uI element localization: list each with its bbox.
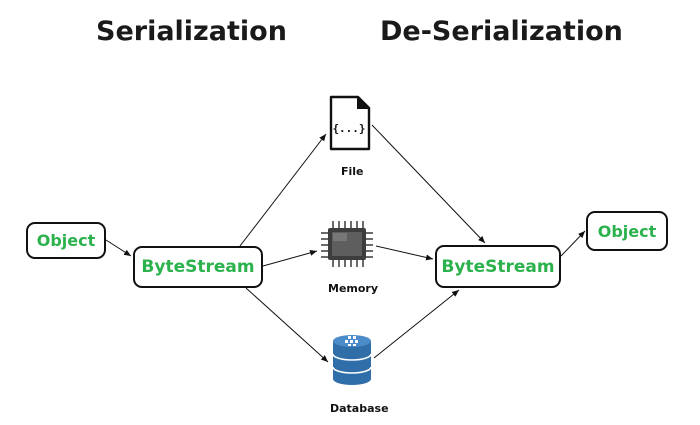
- object-output-box: Object: [586, 211, 668, 251]
- arrow-memory-to-bytestream: [375, 245, 434, 261]
- memory-chip-icon: [321, 221, 373, 267]
- arrow-bytestream-to-memory: [262, 249, 318, 267]
- deserialization-heading: De-Serialization: [380, 16, 623, 47]
- object-input-box: Object: [26, 222, 106, 259]
- memory-label: Memory: [328, 282, 379, 295]
- arrow-bytestream-to-object: [560, 230, 586, 257]
- bytestream-deserialize-box: ByteStream: [435, 245, 561, 288]
- arrow-bytestream-to-database: [245, 287, 329, 363]
- database-label: Database: [330, 402, 389, 415]
- bytestream-serialize-box: ByteStream: [133, 246, 263, 288]
- arrow-bytestream-to-file: [239, 133, 327, 247]
- serialization-heading: Serialization: [96, 16, 287, 47]
- file-icon: {...}: [329, 95, 371, 151]
- file-glyph: {...}: [332, 122, 365, 135]
- arrow-database-to-bytestream: [373, 289, 460, 359]
- arrow-object-to-bytestream: [105, 239, 132, 257]
- database-icon: [332, 335, 372, 385]
- arrow-file-to-bytestream: [371, 124, 486, 244]
- file-label: File: [341, 165, 364, 178]
